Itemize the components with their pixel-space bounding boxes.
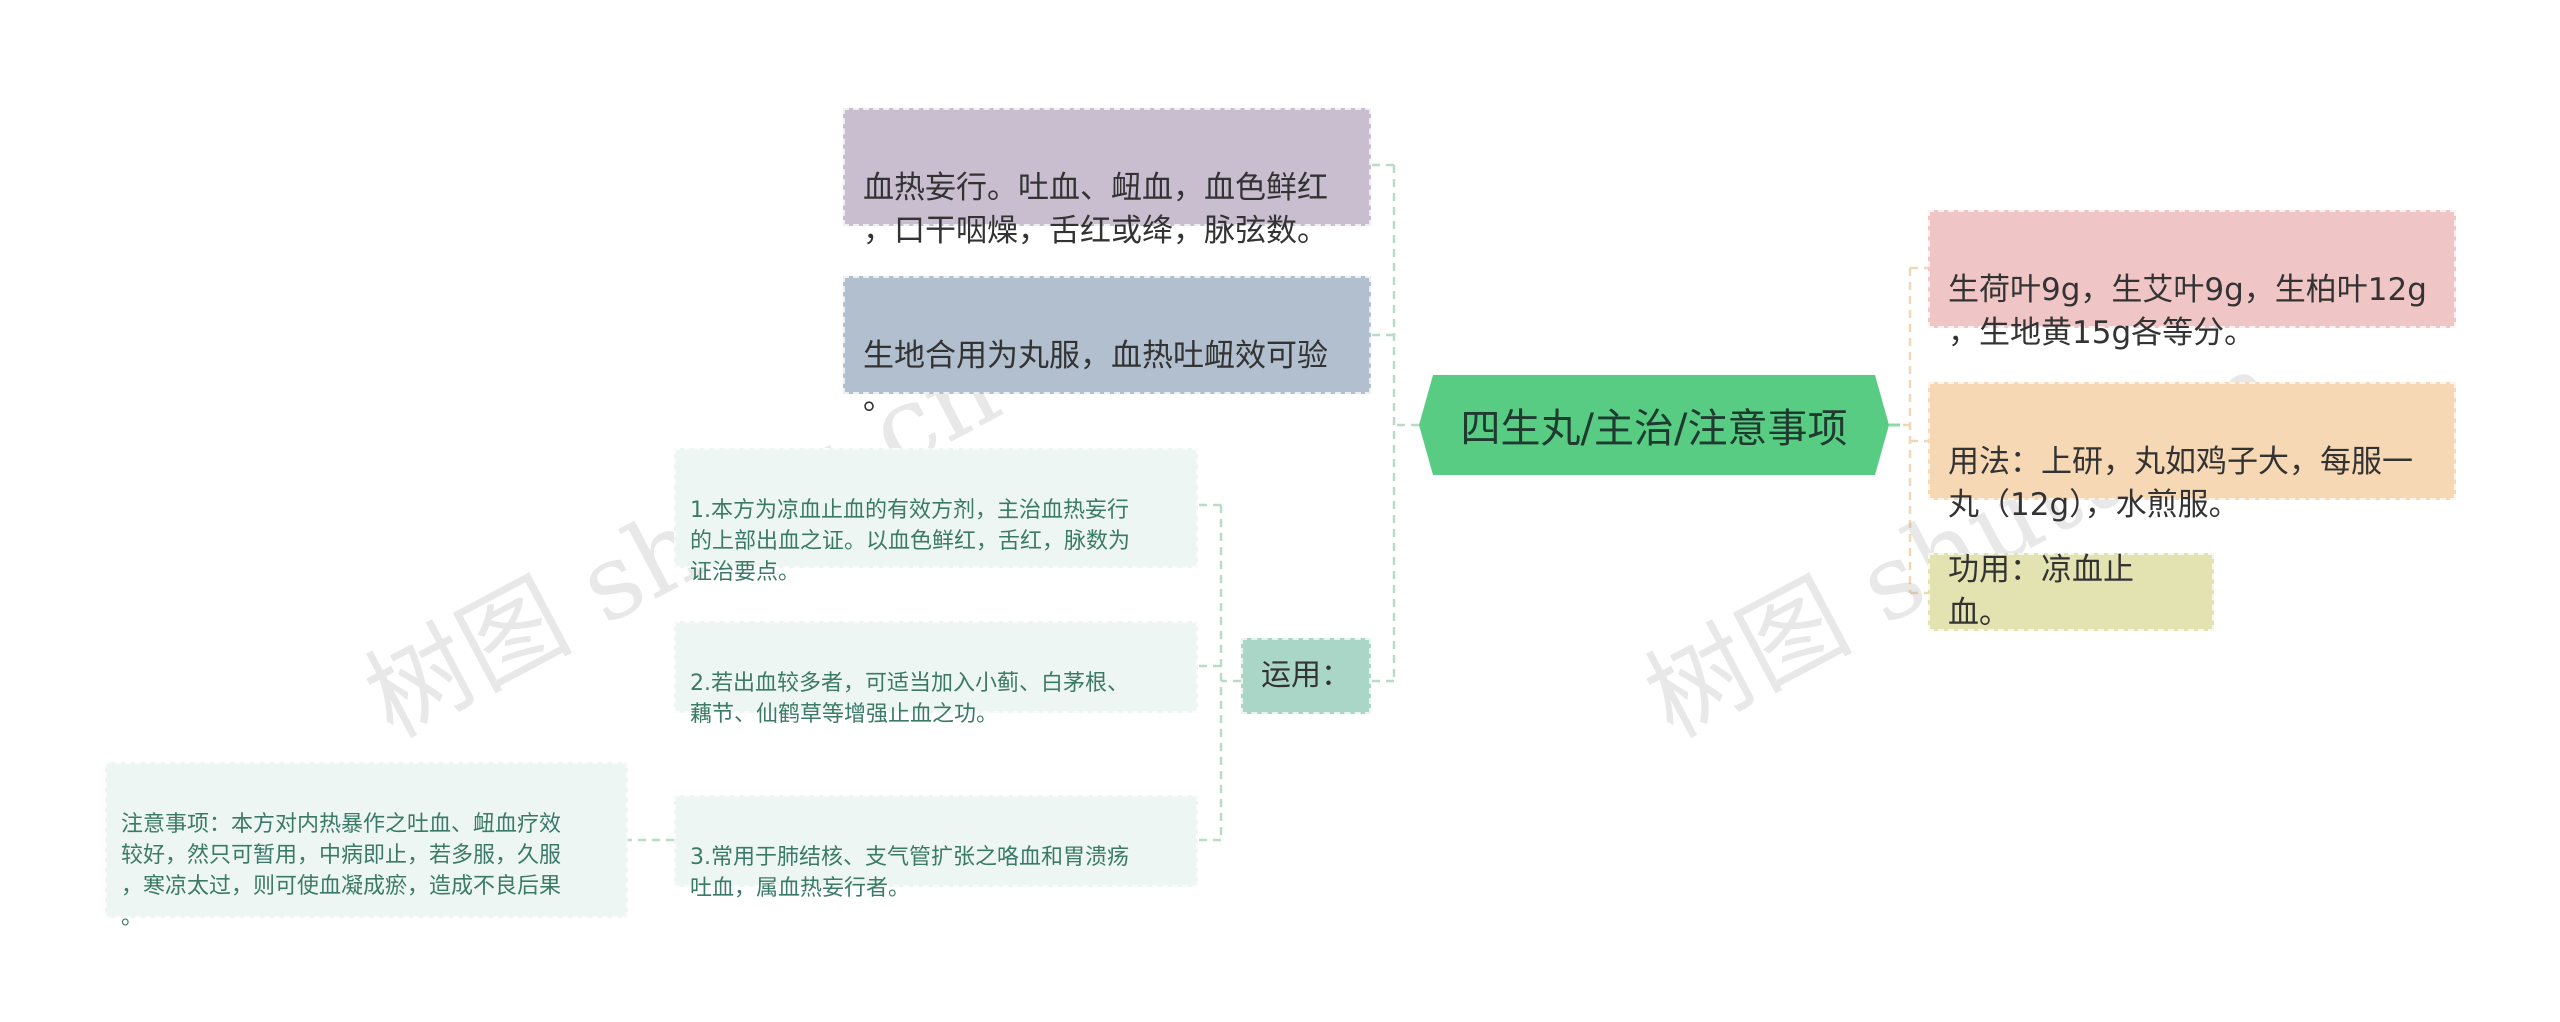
usage-item-1[interactable]: 1.本方为凉血止血的有效方剂，主治血热妄行 的上部出血之证。以血色鲜红，舌红，脉… bbox=[674, 448, 1198, 585]
connector-yunyong-items bbox=[1198, 503, 1241, 842]
usage-item-3[interactable]: 3.常用于肺结核、支气管扩张之咯血和胃溃疡 吐血，属血热妄行者。 bbox=[674, 795, 1198, 901]
root-node-shape bbox=[1419, 375, 1889, 475]
root-node-label: 四生丸/主治/注意事项 bbox=[1460, 406, 1848, 452]
usage-item-2-text: 2.若出血较多者，可适当加入小蓟、白茅根、 藕节、仙鹤草等增强止血之功。 bbox=[690, 671, 1129, 727]
verse-text: 生地合用为丸服，血热吐衄效可验 。 bbox=[863, 338, 1328, 417]
caution-note[interactable]: 注意事项：本方对内热暴作之吐血、衄血疗效 较好，然只可暂用，中病即止，若多服，久… bbox=[105, 762, 628, 930]
usage-text: 用法：上研，丸如鸡子大，每服一 丸（12g），水煎服。 bbox=[1948, 444, 2413, 523]
ingredients-node[interactable]: 生荷叶9g，生艾叶9g，生柏叶12g ，生地黄15g各等分。 bbox=[1928, 210, 2456, 351]
usage-item-3-text: 3.常用于肺结核、支气管扩张之咯血和胃溃疡 吐血，属血热妄行者。 bbox=[690, 845, 1129, 901]
usage-node[interactable]: 用法：上研，丸如鸡子大，每服一 丸（12g），水煎服。 bbox=[1928, 382, 2456, 523]
root-node[interactable]: 四生丸/主治/注意事项 bbox=[1419, 375, 1889, 475]
verse-node[interactable]: 生地合用为丸服，血热吐衄效可验 。 bbox=[843, 276, 1371, 417]
usage-item-2[interactable]: 2.若出血较多者，可适当加入小蓟、白茅根、 藕节、仙鹤草等增强止血之功。 bbox=[674, 621, 1198, 727]
yunyong-label: 运用： bbox=[1261, 658, 1351, 693]
symptoms-text: 血热妄行。吐血、衄血，血色鲜红 ，口干咽燥，舌红或绛，脉弦数。 bbox=[863, 170, 1328, 249]
ingredients-text: 生荷叶9g，生艾叶9g，生柏叶12g ，生地黄15g各等分。 bbox=[1948, 272, 2427, 351]
symptoms-node[interactable]: 血热妄行。吐血、衄血，血色鲜红 ，口干咽燥，舌红或绛，脉弦数。 bbox=[843, 108, 1371, 249]
caution-note-text: 注意事项：本方对内热暴作之吐血、衄血疗效 较好，然只可暂用，中病即止，若多服，久… bbox=[121, 812, 562, 930]
function-node[interactable]: 功用：凉血止血。 bbox=[1928, 552, 2214, 631]
connector-root-left bbox=[1371, 163, 1419, 683]
usage-item-1-text: 1.本方为凉血止血的有效方剂，主治血热妄行 的上部出血之证。以血色鲜红，舌红，脉… bbox=[690, 498, 1131, 585]
yunyong-node[interactable]: 运用： bbox=[1241, 638, 1371, 714]
function-text: 功用：凉血止血。 bbox=[1948, 552, 2134, 631]
